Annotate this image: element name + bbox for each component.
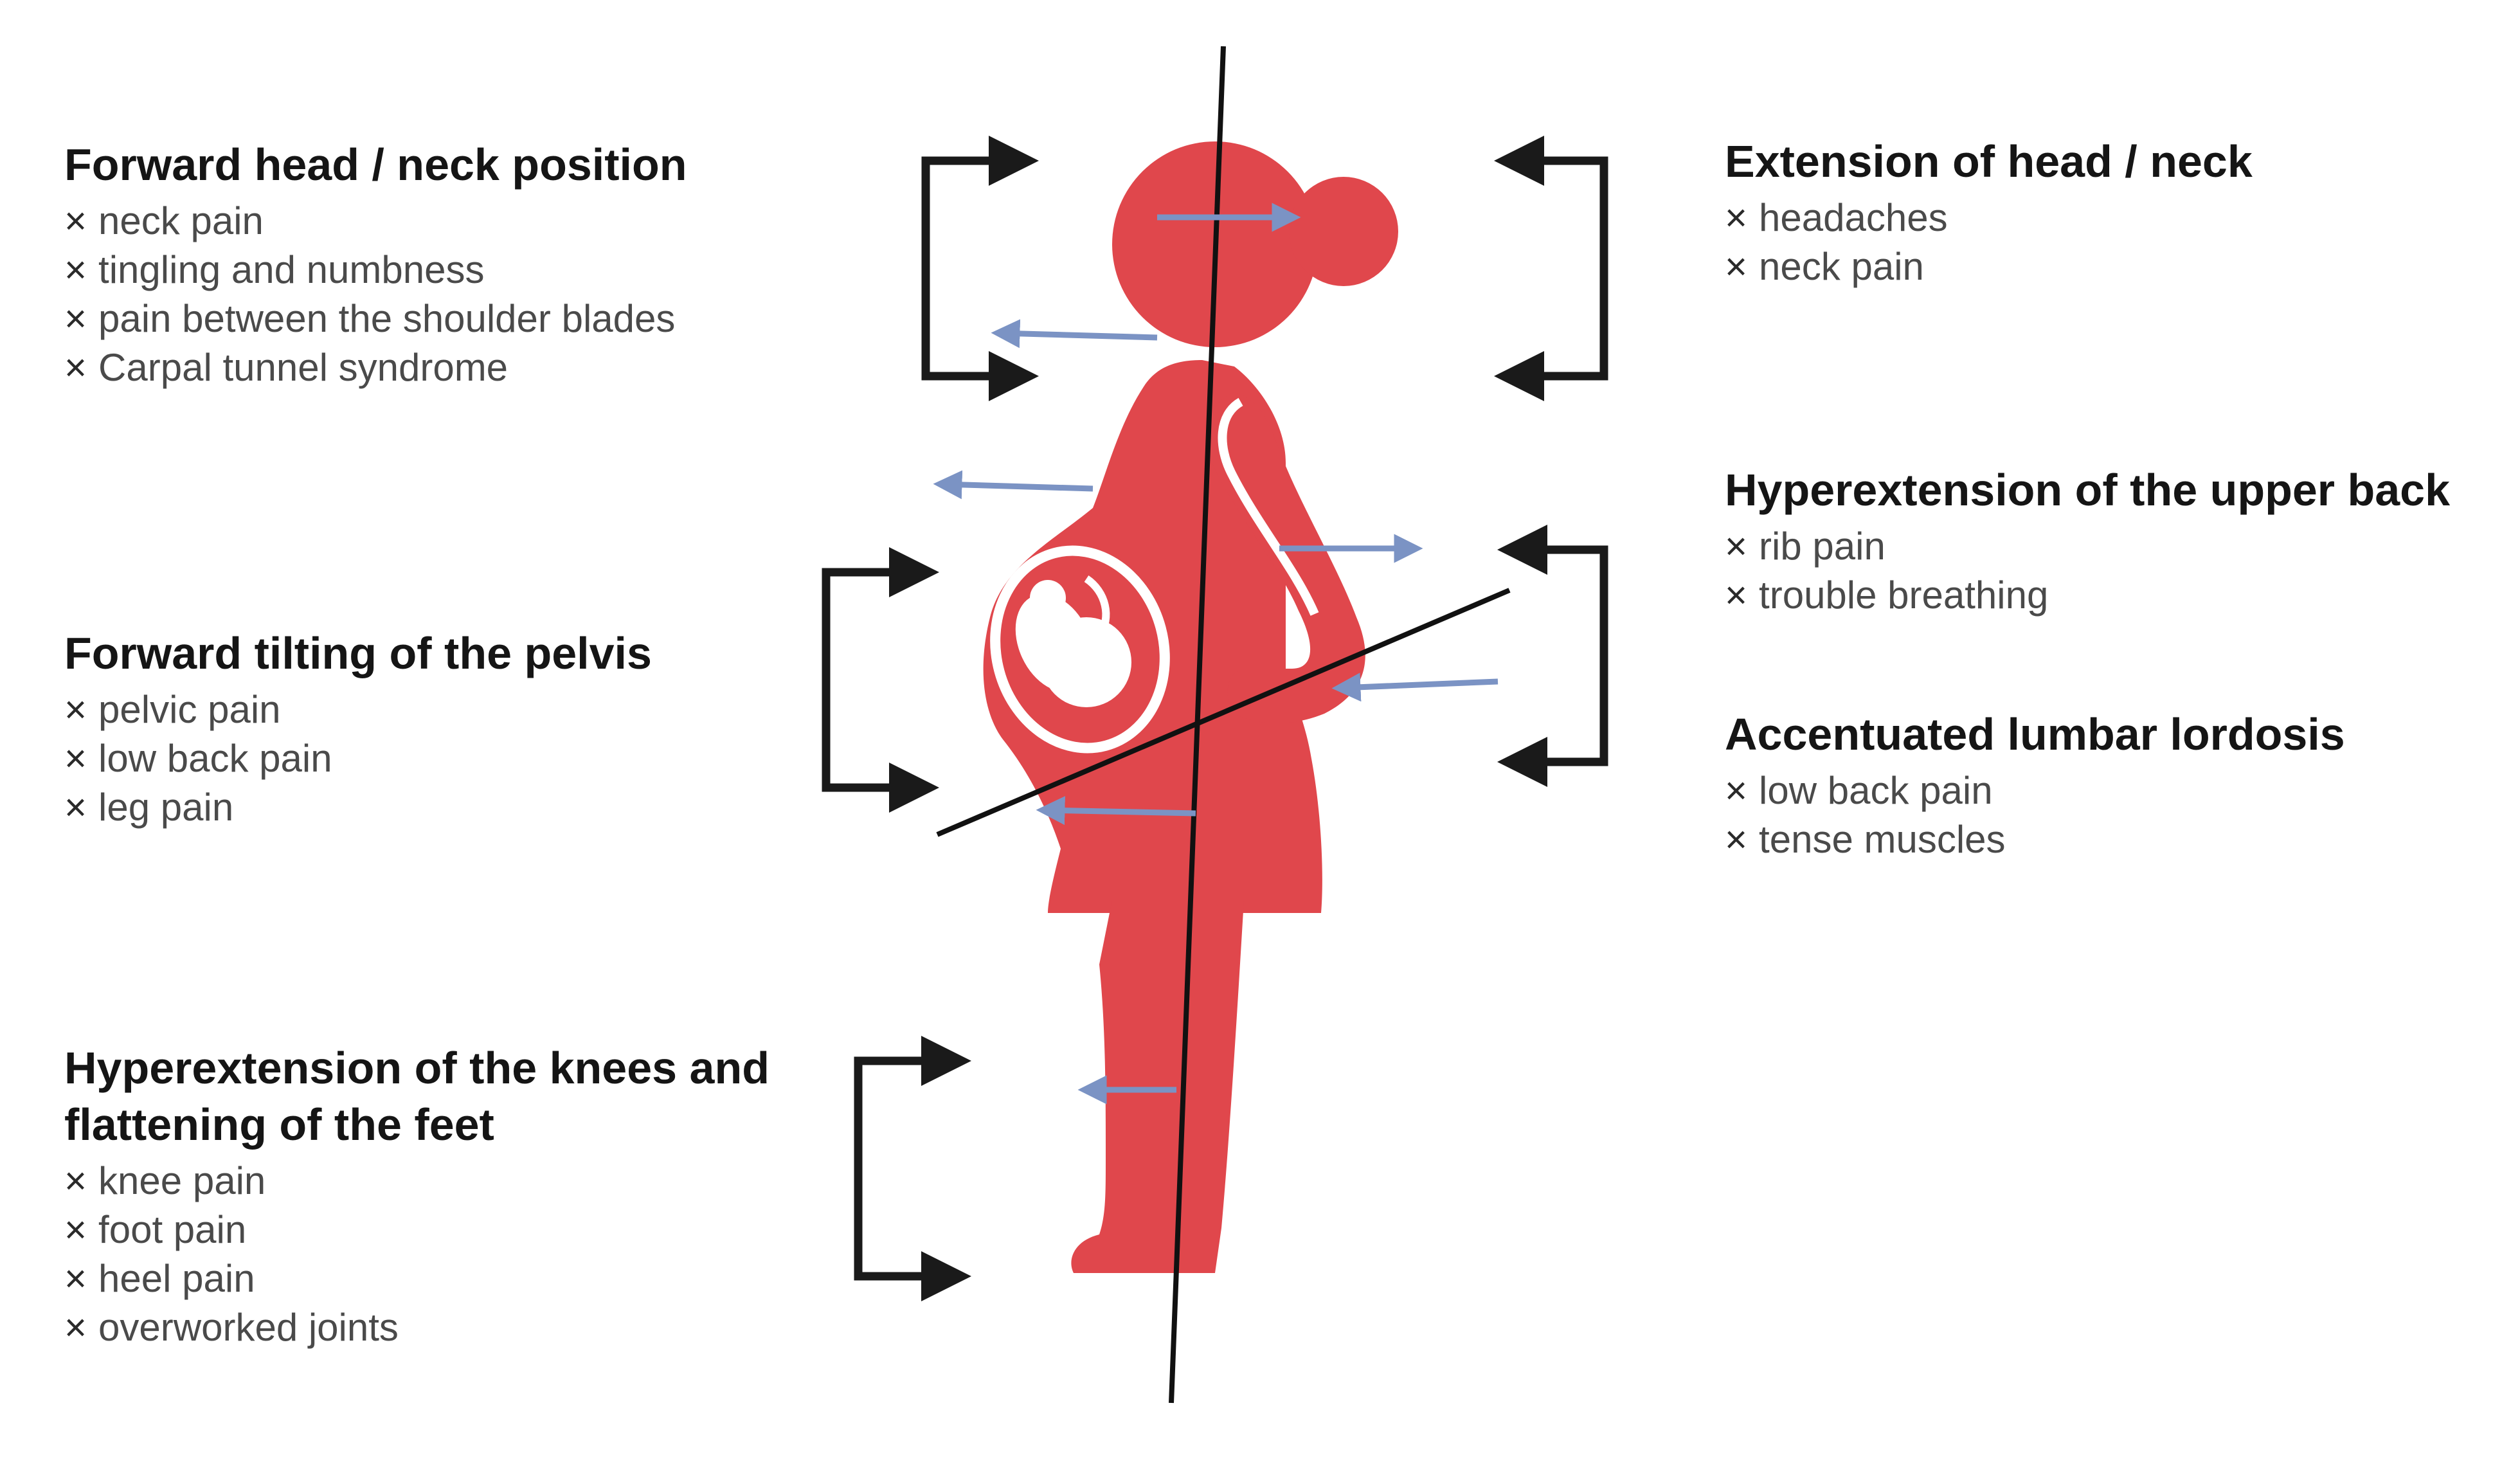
x-mark-icon: × xyxy=(1725,574,1748,617)
section-extension-head: Extension of head / neck ×headaches ×nec… xyxy=(1725,133,2253,291)
x-mark-icon: × xyxy=(1725,769,1748,812)
x-mark-icon: × xyxy=(64,786,87,829)
bracket-upper-back-lumbar xyxy=(1497,525,1608,787)
section-title: Hyperextension of the knees and flatteni… xyxy=(64,1043,770,1150)
bracket-extension-head xyxy=(1494,136,1608,401)
list-item: ×foot pain xyxy=(64,1208,247,1251)
x-mark-icon: × xyxy=(64,1257,87,1300)
section-title: Forward head / neck position xyxy=(64,140,687,190)
section-forward-head: Forward head / neck position ×neck pain … xyxy=(64,136,687,392)
arm-outline xyxy=(1218,397,1319,616)
list-item: ×knee pain xyxy=(64,1159,266,1202)
list-item: ×trouble breathing xyxy=(1725,574,2049,617)
section-knees: Hyperextension of the knees and flatteni… xyxy=(64,1040,855,1352)
x-mark-icon: × xyxy=(64,1159,87,1202)
x-mark-icon: × xyxy=(64,688,87,731)
section-title: Extension of head / neck xyxy=(1725,136,2253,186)
x-mark-icon: × xyxy=(64,248,87,291)
section-title: Hyperextension of the upper back xyxy=(1725,465,2451,515)
posture-shift-arrows xyxy=(933,203,1498,1105)
list-item: ×rib pain xyxy=(1725,525,1886,568)
x-mark-icon: × xyxy=(64,1306,87,1349)
x-mark-icon: × xyxy=(1725,245,1748,288)
x-mark-icon: × xyxy=(1725,818,1748,861)
list-item: ×tense muscles xyxy=(1725,818,2006,861)
pregnant-woman-figure xyxy=(983,141,1398,1273)
shift-arrow-pelvis xyxy=(1036,796,1196,826)
womb-outline xyxy=(990,545,1170,754)
list-item: ×neck pain xyxy=(1725,245,1924,288)
shift-arrow-chest xyxy=(933,470,1094,500)
section-pelvis: Forward tilting of the pelvis ×pelvic pa… xyxy=(64,625,652,832)
x-mark-icon: × xyxy=(64,199,87,242)
x-mark-icon: × xyxy=(64,737,87,780)
legs-shape xyxy=(1071,900,1244,1273)
x-mark-icon: × xyxy=(1725,525,1748,568)
bracket-forward-head xyxy=(921,136,1039,401)
list-item: ×leg pain xyxy=(64,786,234,829)
bracket-pelvis xyxy=(822,547,939,813)
section-upper-back: Hyperextension of the upper back ×rib pa… xyxy=(1725,462,2450,620)
list-item: ×headaches xyxy=(1725,196,1948,239)
list-item: ×pelvic pain xyxy=(64,688,281,731)
shift-arrow-lumbar xyxy=(1331,673,1498,702)
x-mark-icon: × xyxy=(1725,196,1748,239)
list-item: ×pain between the shoulder blades xyxy=(64,297,676,340)
section-lumbar: Accentuated lumbar lordosis ×low back pa… xyxy=(1725,706,2345,864)
bracket-knees xyxy=(854,1036,971,1301)
section-title: Accentuated lumbar lordosis xyxy=(1725,709,2345,759)
section-title: Forward tilting of the pelvis xyxy=(64,628,652,678)
x-mark-icon: × xyxy=(64,346,87,389)
list-item: ×tingling and numbness xyxy=(64,248,485,291)
list-item: ×low back pain xyxy=(1725,769,1993,812)
x-mark-icon: × xyxy=(64,297,87,340)
shift-arrow-neck xyxy=(991,319,1158,348)
list-item: ×low back pain xyxy=(64,737,332,780)
list-item: ×Carpal tunnel syndrome xyxy=(64,346,509,389)
fetus-icon xyxy=(1015,575,1131,707)
pelvic-tilt-line xyxy=(936,588,1511,837)
list-item: ×heel pain xyxy=(64,1257,255,1300)
x-mark-icon: × xyxy=(64,1208,87,1251)
hair-bun-shape xyxy=(1289,177,1398,286)
list-item: ×overworked joints xyxy=(64,1306,399,1349)
list-item: ×neck pain xyxy=(64,199,264,242)
